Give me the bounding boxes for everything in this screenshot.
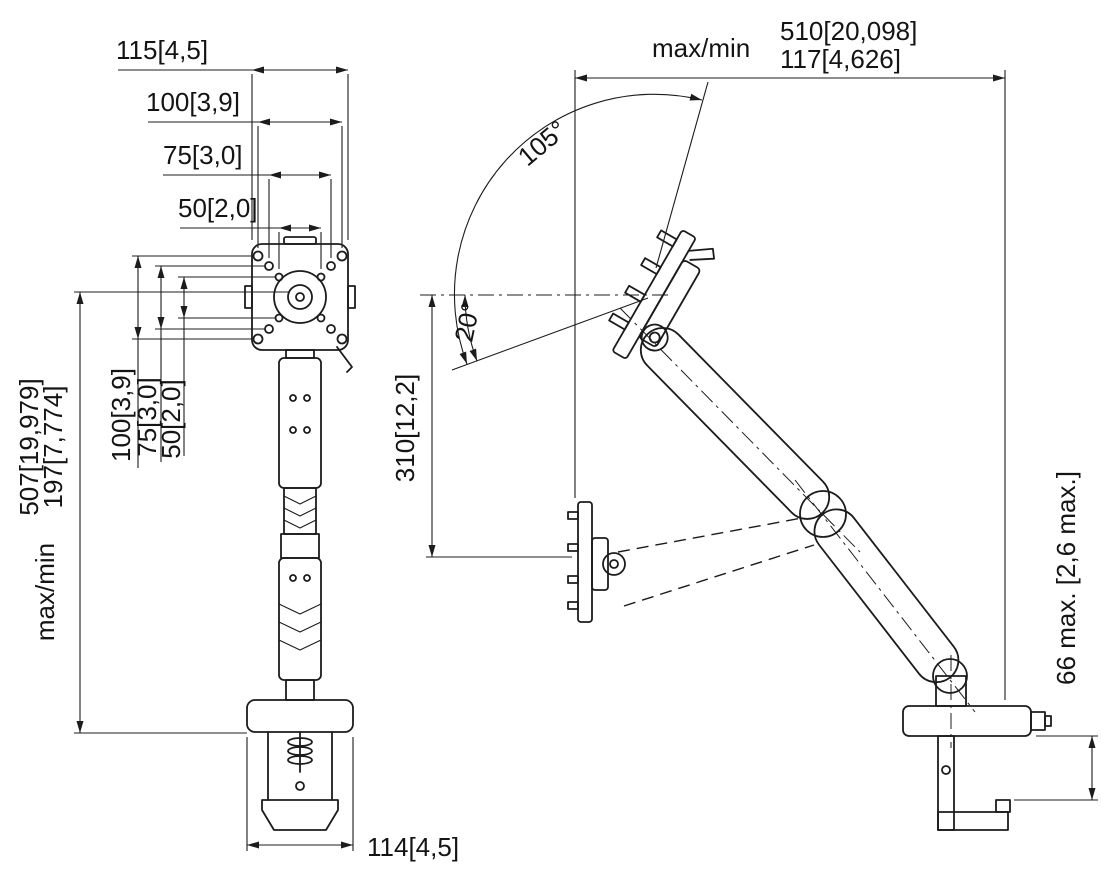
dim-label-50: 50[2,0] — [178, 193, 258, 223]
dim-label-75: 75[3,0] — [163, 140, 243, 170]
pan-angle-arc — [453, 93, 703, 365]
dim-label-height-maxmin: max/min — [30, 543, 60, 641]
front-view: 115[4,5] 100[3,9] 75[3,0] 50[2,0] 507[19… — [14, 35, 459, 862]
clamp-screw — [295, 781, 305, 791]
monitor-plate-lowered — [567, 501, 626, 623]
side-clip-left — [244, 285, 253, 309]
side-centerlines — [420, 294, 976, 748]
side-view: max/min 510[20,098] 117[4,626] 105° 20° … — [390, 16, 1098, 831]
dim-label-reach-maxmin: max/min — [652, 33, 750, 63]
dim-label-vesa-v100: 100[3,9] — [106, 368, 136, 462]
dim-label-reach-min: 117[4,626] — [780, 44, 901, 74]
dim-label-115: 115[4,5] — [116, 35, 208, 65]
tilt-angle-label: 20° — [448, 300, 486, 345]
front-part — [244, 236, 356, 831]
front-labels: 115[4,5] 100[3,9] 75[3,0] 50[2,0] 507[19… — [14, 35, 459, 862]
lowered-arm-dashed-line — [617, 517, 803, 553]
side-dimensions — [426, 70, 1098, 801]
dim-label-drop: 310[12,2] — [390, 374, 420, 482]
side-part — [567, 229, 1052, 831]
desk-clamp-side — [902, 705, 1052, 831]
desk-clamp-front — [246, 699, 354, 831]
elbow-joint — [799, 490, 847, 538]
dim-label-height-min: 197[7,774] — [38, 386, 68, 509]
side-labels: max/min 510[20,098] 117[4,626] 105° 20° … — [390, 16, 1081, 685]
clamp-pad — [995, 799, 1011, 813]
release-lever — [336, 346, 353, 373]
dim-label-reach-max: 510[20,098] — [780, 16, 917, 46]
dim-label-clamp-thickness: 66 max. [2,6 max.] — [1051, 471, 1081, 685]
dim-label-vesa-v50: 50[2,0] — [156, 379, 186, 459]
clamp-knob — [1030, 711, 1046, 731]
tilt-angle-arc — [461, 294, 478, 362]
vesa-plate-top-tab — [283, 236, 317, 245]
vesa-plate-outline — [251, 243, 349, 351]
base-joint — [932, 658, 968, 694]
dim-label-vesa-v75: 75[3,0] — [132, 377, 162, 457]
clamp-foot-front — [261, 799, 339, 831]
max-pan-reference-line — [655, 81, 709, 269]
tilt-hinge — [640, 323, 669, 352]
dim-label-100: 100[3,9] — [146, 87, 240, 117]
vesa-plate-front — [244, 236, 356, 373]
pan-angle-label: 105° — [512, 114, 572, 172]
front-dimensions — [74, 66, 354, 851]
center-boss — [273, 270, 327, 324]
vesa-hole-pattern — [252, 250, 348, 345]
dim-label-114: 114[4,5] — [367, 832, 459, 862]
lower-arm — [813, 508, 960, 684]
side-clip-right — [347, 285, 356, 309]
monitor-plate-side — [608, 229, 715, 359]
clamp-spring — [287, 737, 313, 747]
arm-column-front — [278, 349, 322, 701]
dim-label-height-max: 507[19,979] — [14, 378, 44, 515]
